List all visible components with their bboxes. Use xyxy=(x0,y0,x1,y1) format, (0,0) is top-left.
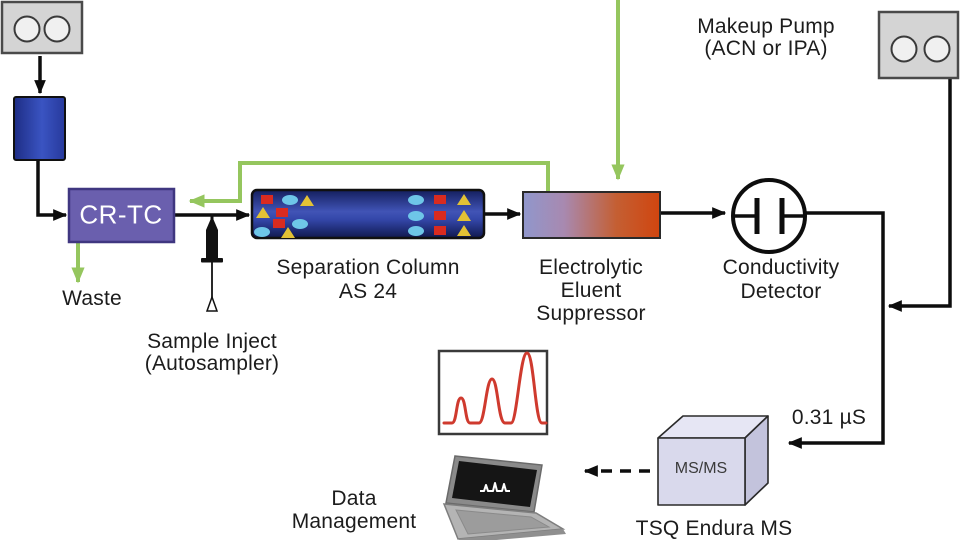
conductivity-cell-icon xyxy=(731,178,807,254)
eluent-reservoir-icon xyxy=(13,96,66,161)
suppressor-recycle-line xyxy=(188,161,550,208)
syringe-icon xyxy=(201,214,223,312)
separation-column-label: Separation Column AS 24 xyxy=(276,256,459,304)
makeup-pump-label-line1: Makeup Pump xyxy=(697,15,835,38)
separation-column-icon xyxy=(250,188,486,240)
sample-inject-label-line1: Sample Inject xyxy=(147,330,277,353)
crtc-label: CR-TC xyxy=(79,199,163,230)
suppressor-label-line1: Electrolytic xyxy=(539,256,643,279)
separation-column-label-line2: AS 24 xyxy=(338,280,398,303)
sample-inject-label: Sample Inject (Autosampler) xyxy=(145,331,279,375)
chromatogram-icon xyxy=(437,349,549,436)
crtc-box xyxy=(67,187,176,244)
makeup-pump-label: Makeup Pump (ACN or IPA) xyxy=(697,16,835,60)
makeup-pump-line xyxy=(887,79,952,312)
data-management-label: Data Management xyxy=(292,487,417,533)
chromatogram-trace xyxy=(442,351,548,425)
laptop-icon xyxy=(442,455,566,540)
conductance-value: 0.31 µS xyxy=(791,406,867,429)
ms-name-label: TSQ Endura MS xyxy=(635,517,793,540)
analyte-shapes xyxy=(254,194,471,238)
waste-label: Waste xyxy=(62,287,122,310)
conductivity-detector-label-line1: Conductivity xyxy=(722,256,840,279)
reservoir-to-crtc-arrow xyxy=(36,160,68,221)
conductivity-detector-label-line2: Detector xyxy=(740,280,822,303)
makeup-pump-label-line2: (ACN or IPA) xyxy=(704,37,828,60)
separation-column-label-line1: Separation Column xyxy=(276,256,460,279)
suppressor-label-line3: Suppressor xyxy=(536,302,646,325)
suppressor-box xyxy=(522,191,661,239)
detector-to-ms-line xyxy=(787,211,885,449)
suppressor-label-line2: Eluent xyxy=(560,279,622,302)
conductivity-detector-label: Conductivity Detector xyxy=(723,256,840,304)
ms-cube-icon xyxy=(657,415,769,506)
green-lines xyxy=(71,0,625,284)
eluent-pump-icon xyxy=(0,0,84,55)
ms-cube-label: MS/MS xyxy=(674,460,728,477)
data-management-label-line2: Management xyxy=(291,510,417,533)
sample-inject-label-line2: (Autosampler) xyxy=(144,352,280,375)
makeup-pump-icon xyxy=(877,10,960,80)
data-management-label-line1: Data xyxy=(331,487,377,510)
suppressor-label: Electrolytic Eluent Suppressor xyxy=(536,256,645,325)
